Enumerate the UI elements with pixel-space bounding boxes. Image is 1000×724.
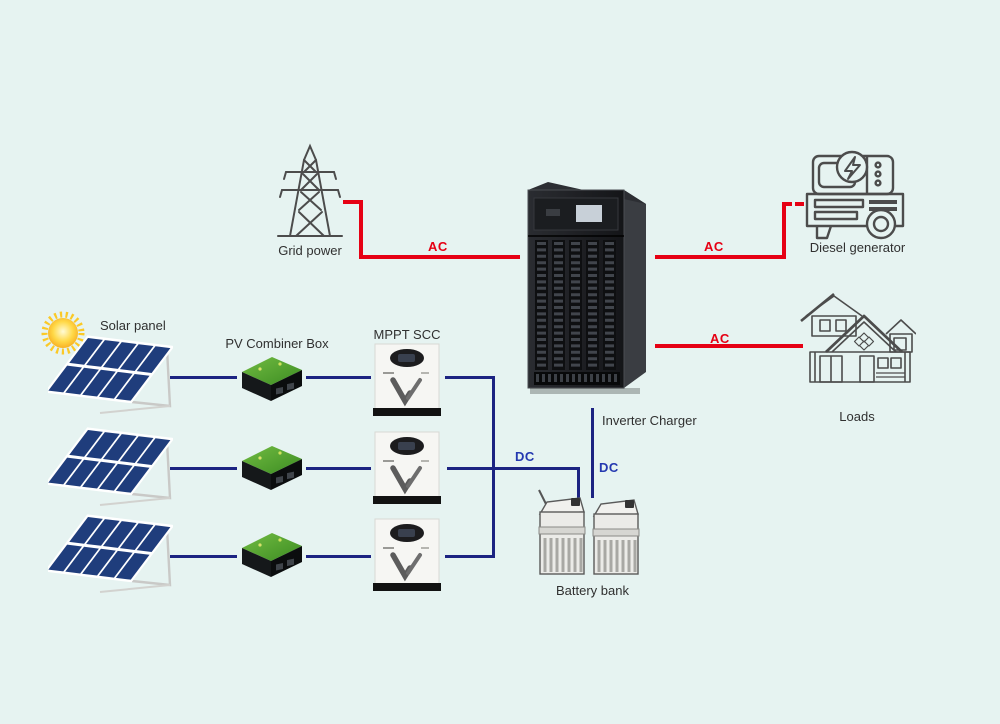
ac-label-loads: AC [710, 331, 730, 346]
diesel-generator-label: Diesel generator [809, 240, 906, 255]
mppt-scc-icon [369, 430, 445, 506]
dc-wire-segment [577, 467, 580, 500]
battery-bank-icon [536, 488, 640, 582]
loads-house-icon [798, 288, 916, 400]
ac-wire-segment [795, 202, 804, 206]
dc-wire-segment [445, 376, 495, 379]
ac-label-generator: AC [704, 239, 724, 254]
dc-wire-segment [447, 467, 580, 470]
mppt-scc-icon [369, 517, 445, 593]
pv-combiner-icon [236, 352, 308, 406]
dc-wire-segment [492, 376, 495, 558]
ac-wire-segment [655, 255, 786, 259]
dc-wire-segment [306, 555, 371, 558]
dc-wire-segment [306, 467, 371, 470]
pv-combiner-label: PV Combiner Box [225, 336, 329, 351]
battery-bank-label: Battery bank [556, 583, 629, 598]
ac-wire-segment [359, 255, 520, 259]
ac-label-grid: AC [428, 239, 448, 254]
ac-wire-segment [359, 200, 363, 259]
dc-wire-segment [445, 555, 495, 558]
dc-wire-segment [170, 467, 237, 470]
ac-wire-segment [782, 202, 786, 259]
solar-panel-icon [48, 424, 173, 512]
dc-wire-segment [306, 376, 371, 379]
dc-label-battery: DC [599, 460, 619, 475]
ac-wire-segment [655, 344, 803, 348]
loads-label: Loads [839, 409, 875, 424]
solar-panel-icon [48, 332, 173, 420]
dc-wire-segment [170, 376, 237, 379]
grid-tower-icon [272, 138, 348, 240]
pv-combiner-icon [236, 441, 308, 495]
inverter-icon [518, 176, 658, 408]
mppt-scc-label: MPPT SCC [373, 327, 441, 342]
grid-power-label: Grid power [278, 243, 342, 258]
diesel-generator-icon [803, 148, 911, 240]
mppt-scc-icon [369, 342, 445, 418]
ac-wire-segment [782, 202, 792, 206]
pv-combiner-icon [236, 528, 308, 582]
inverter-charger-label: Inverter Charger [602, 413, 697, 428]
dc-wire-segment [170, 555, 237, 558]
dc-wire-segment [591, 408, 594, 498]
solar-panel-icon [48, 511, 173, 599]
ac-wire-segment [343, 200, 363, 204]
dc-label-pv: DC [515, 449, 535, 464]
solar-panel-label: Solar panel [100, 318, 166, 333]
